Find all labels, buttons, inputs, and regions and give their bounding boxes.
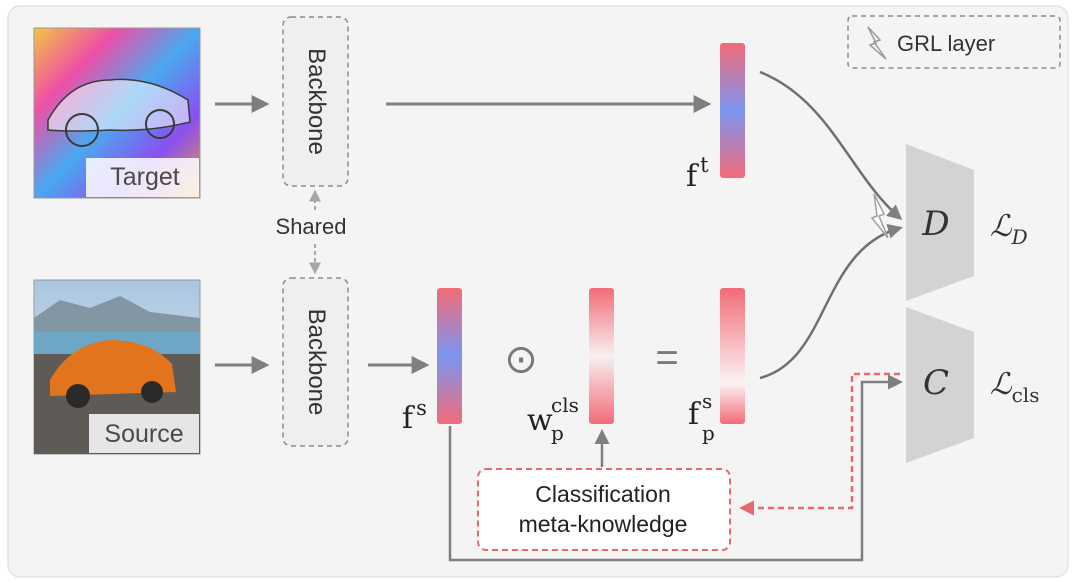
meta-knowledge-line1: Classification [535,481,671,507]
meta-knowledge-box: Classification meta-knowledge [477,468,731,551]
discriminator-label: D [921,204,949,244]
shared-label: Shared [276,214,347,239]
discriminator-module [906,144,974,301]
target-label-bg [86,158,199,197]
grl-legend-box [847,15,1061,69]
source-label: Source [104,420,183,448]
classifier-to-meta-dashed-arrow [739,372,900,516]
feature-bar-w [589,288,614,424]
feature-bar-ft [720,43,745,178]
car-wheel [66,384,90,408]
wheel-sketch [65,113,99,147]
backbone-top-label: Backbone [303,48,330,155]
source-label-bg [89,414,199,453]
backbone-bottom-label: Backbone [303,309,330,416]
target-image-panel: Target [33,27,201,199]
panel-background [7,5,1069,578]
feature-bar-fs [437,288,462,424]
fs-to-classifier-path [448,374,903,562]
wheel-sketch [145,109,175,139]
meta-knowledge-line2: meta-knowledge [519,511,688,537]
loss-cls-label: ℒcls [990,367,1039,407]
lightning-bolt-icon [867,26,887,60]
classifier-module [906,307,974,463]
backbone-bottom: Backbone [282,277,349,447]
backbone-top: Backbone [282,16,349,187]
meta-knowledge-border [477,468,731,551]
equals-operator: = [655,336,678,380]
target-label: Target [110,163,180,191]
grl-legend-label: GRL layer [897,31,995,56]
source-image-panel: Source [33,279,201,455]
feature-bar-fps [720,288,745,424]
backbone-top-box [282,16,349,187]
grl-legend: GRL layer [847,15,1061,69]
fps-to-discriminator-curve [759,223,903,380]
backbone-bottom-box [282,277,349,447]
ft-to-discriminator-curve [759,70,903,220]
lightning-bolt-icon [870,193,889,239]
classifier-label: C [923,363,949,403]
car-sketch-shape [47,78,191,132]
car-wheel [141,381,163,403]
hadamard-operator: ⊙ [504,338,538,382]
loss-d-label: ℒD [990,209,1028,249]
mountain-shape [34,296,200,334]
orange-car-shape [50,340,176,396]
